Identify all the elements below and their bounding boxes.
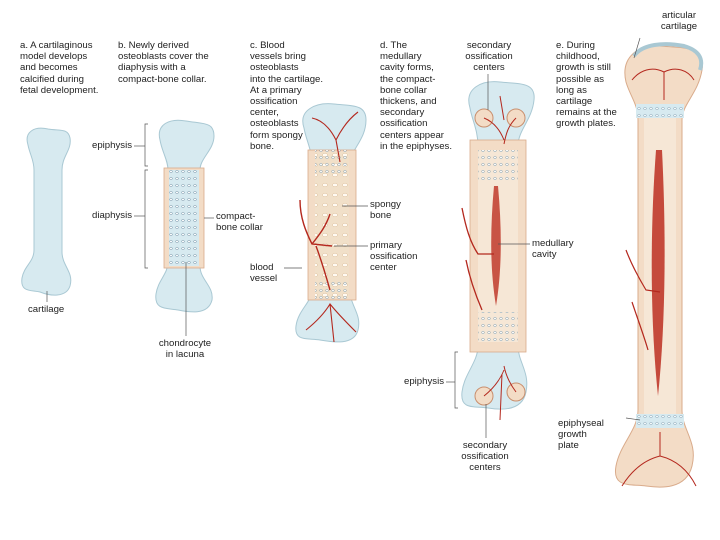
diaphysis-bracket [144, 169, 148, 269]
articular-leader [633, 37, 641, 59]
articular-cartilage-top [632, 42, 704, 71]
epiphysis-label-b: epiphysis [92, 140, 132, 151]
epiphysis-vessel-top-e [631, 68, 695, 100]
epiphysis-bracket [144, 123, 148, 167]
blood-vessel-c [299, 199, 333, 291]
cartilage-label: cartilage [28, 304, 65, 315]
stage-c-caption: c. Blood vessels bring osteoblasts into … [250, 40, 324, 152]
blood-vessel-e [625, 249, 661, 351]
stage-c-bone [284, 103, 368, 343]
epiphysis-vessel-top-d [483, 95, 517, 145]
medullary-cavity-d [491, 186, 501, 306]
epiphysis-bracket-d [454, 351, 458, 409]
epiphysis-vessel-bottom-d [483, 365, 517, 421]
lacunae-top-c [315, 150, 349, 174]
articular-cartilage-label: articular cartilage [660, 10, 698, 33]
blood-vessel-label: blood vessel [250, 262, 278, 285]
chondrocyte-lacunae-b [169, 170, 199, 266]
spongy-bone-label: spongy bone [370, 199, 401, 222]
stage-a-bone [21, 127, 72, 302]
diaphysis-label: diaphysis [92, 210, 132, 221]
medullary-cavity-e [651, 150, 665, 396]
epiphysis-vessel-bottom-c [305, 303, 357, 343]
stage-b-bone [134, 119, 215, 336]
lacunae-bottom-c [315, 278, 349, 300]
stage-d-caption: d. The medullary cavity forms, the compa… [380, 40, 452, 152]
cartilage-model-shape [21, 127, 72, 296]
primary-center-label: primary ossification center [370, 240, 418, 274]
stage-e-bone [614, 37, 704, 488]
growth-plate-bottom-cells [636, 414, 684, 428]
secondary-centers-bottom-label: secondary ossification centers [461, 440, 509, 474]
growth-plate-top-cells [636, 104, 684, 118]
epiphyseal-plate-label: epiphyseal growth plate [558, 418, 604, 452]
stage-b-caption: b. Newly derived osteoblasts cover the d… [118, 40, 209, 85]
lacunae-top-d [478, 150, 518, 180]
medullary-cavity-label: medullary cavity [532, 238, 574, 261]
epiphyseal-plate-leader [625, 417, 641, 421]
epiphysis-label-d: epiphysis [404, 376, 444, 387]
epiphysis-vessel-bottom-e [621, 432, 697, 487]
lacunae-bottom-d [478, 312, 518, 342]
epiphysis-vessel-top-c [311, 111, 359, 163]
secondary-centers-top-label: secondary ossification centers [465, 40, 513, 74]
stage-a-caption: a. A cartilaginous model develops and be… [20, 40, 99, 96]
chondrocyte-label: chondrocyte in lacuna [158, 338, 212, 361]
stage-d-bone [446, 74, 535, 438]
blood-vessel-d [461, 207, 494, 311]
spongy-bone-area [315, 152, 349, 298]
compact-bone-collar-label: compact- bone collar [216, 211, 263, 234]
stage-e-caption: e. During childhood, growth is still pos… [556, 40, 617, 130]
